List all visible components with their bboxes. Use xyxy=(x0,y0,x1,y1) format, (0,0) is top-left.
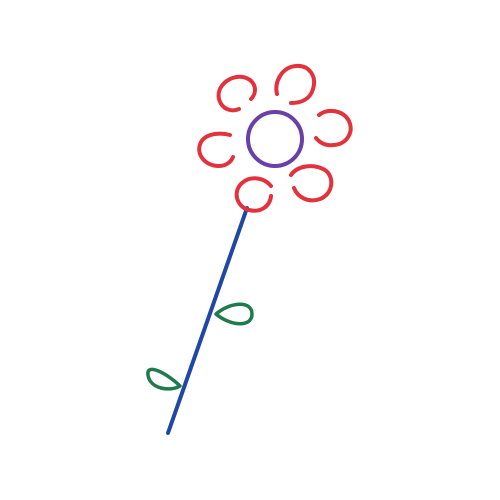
petal-bottom xyxy=(234,176,273,213)
petal-right xyxy=(314,108,353,148)
petal-left xyxy=(197,131,235,168)
petal-bottom-right xyxy=(289,164,334,203)
leaf-lower xyxy=(146,367,182,391)
petal-top-left xyxy=(216,74,257,113)
petal-top-right xyxy=(274,63,316,105)
stem xyxy=(166,206,249,435)
flower-center xyxy=(246,110,304,168)
leaf-upper xyxy=(214,302,254,326)
